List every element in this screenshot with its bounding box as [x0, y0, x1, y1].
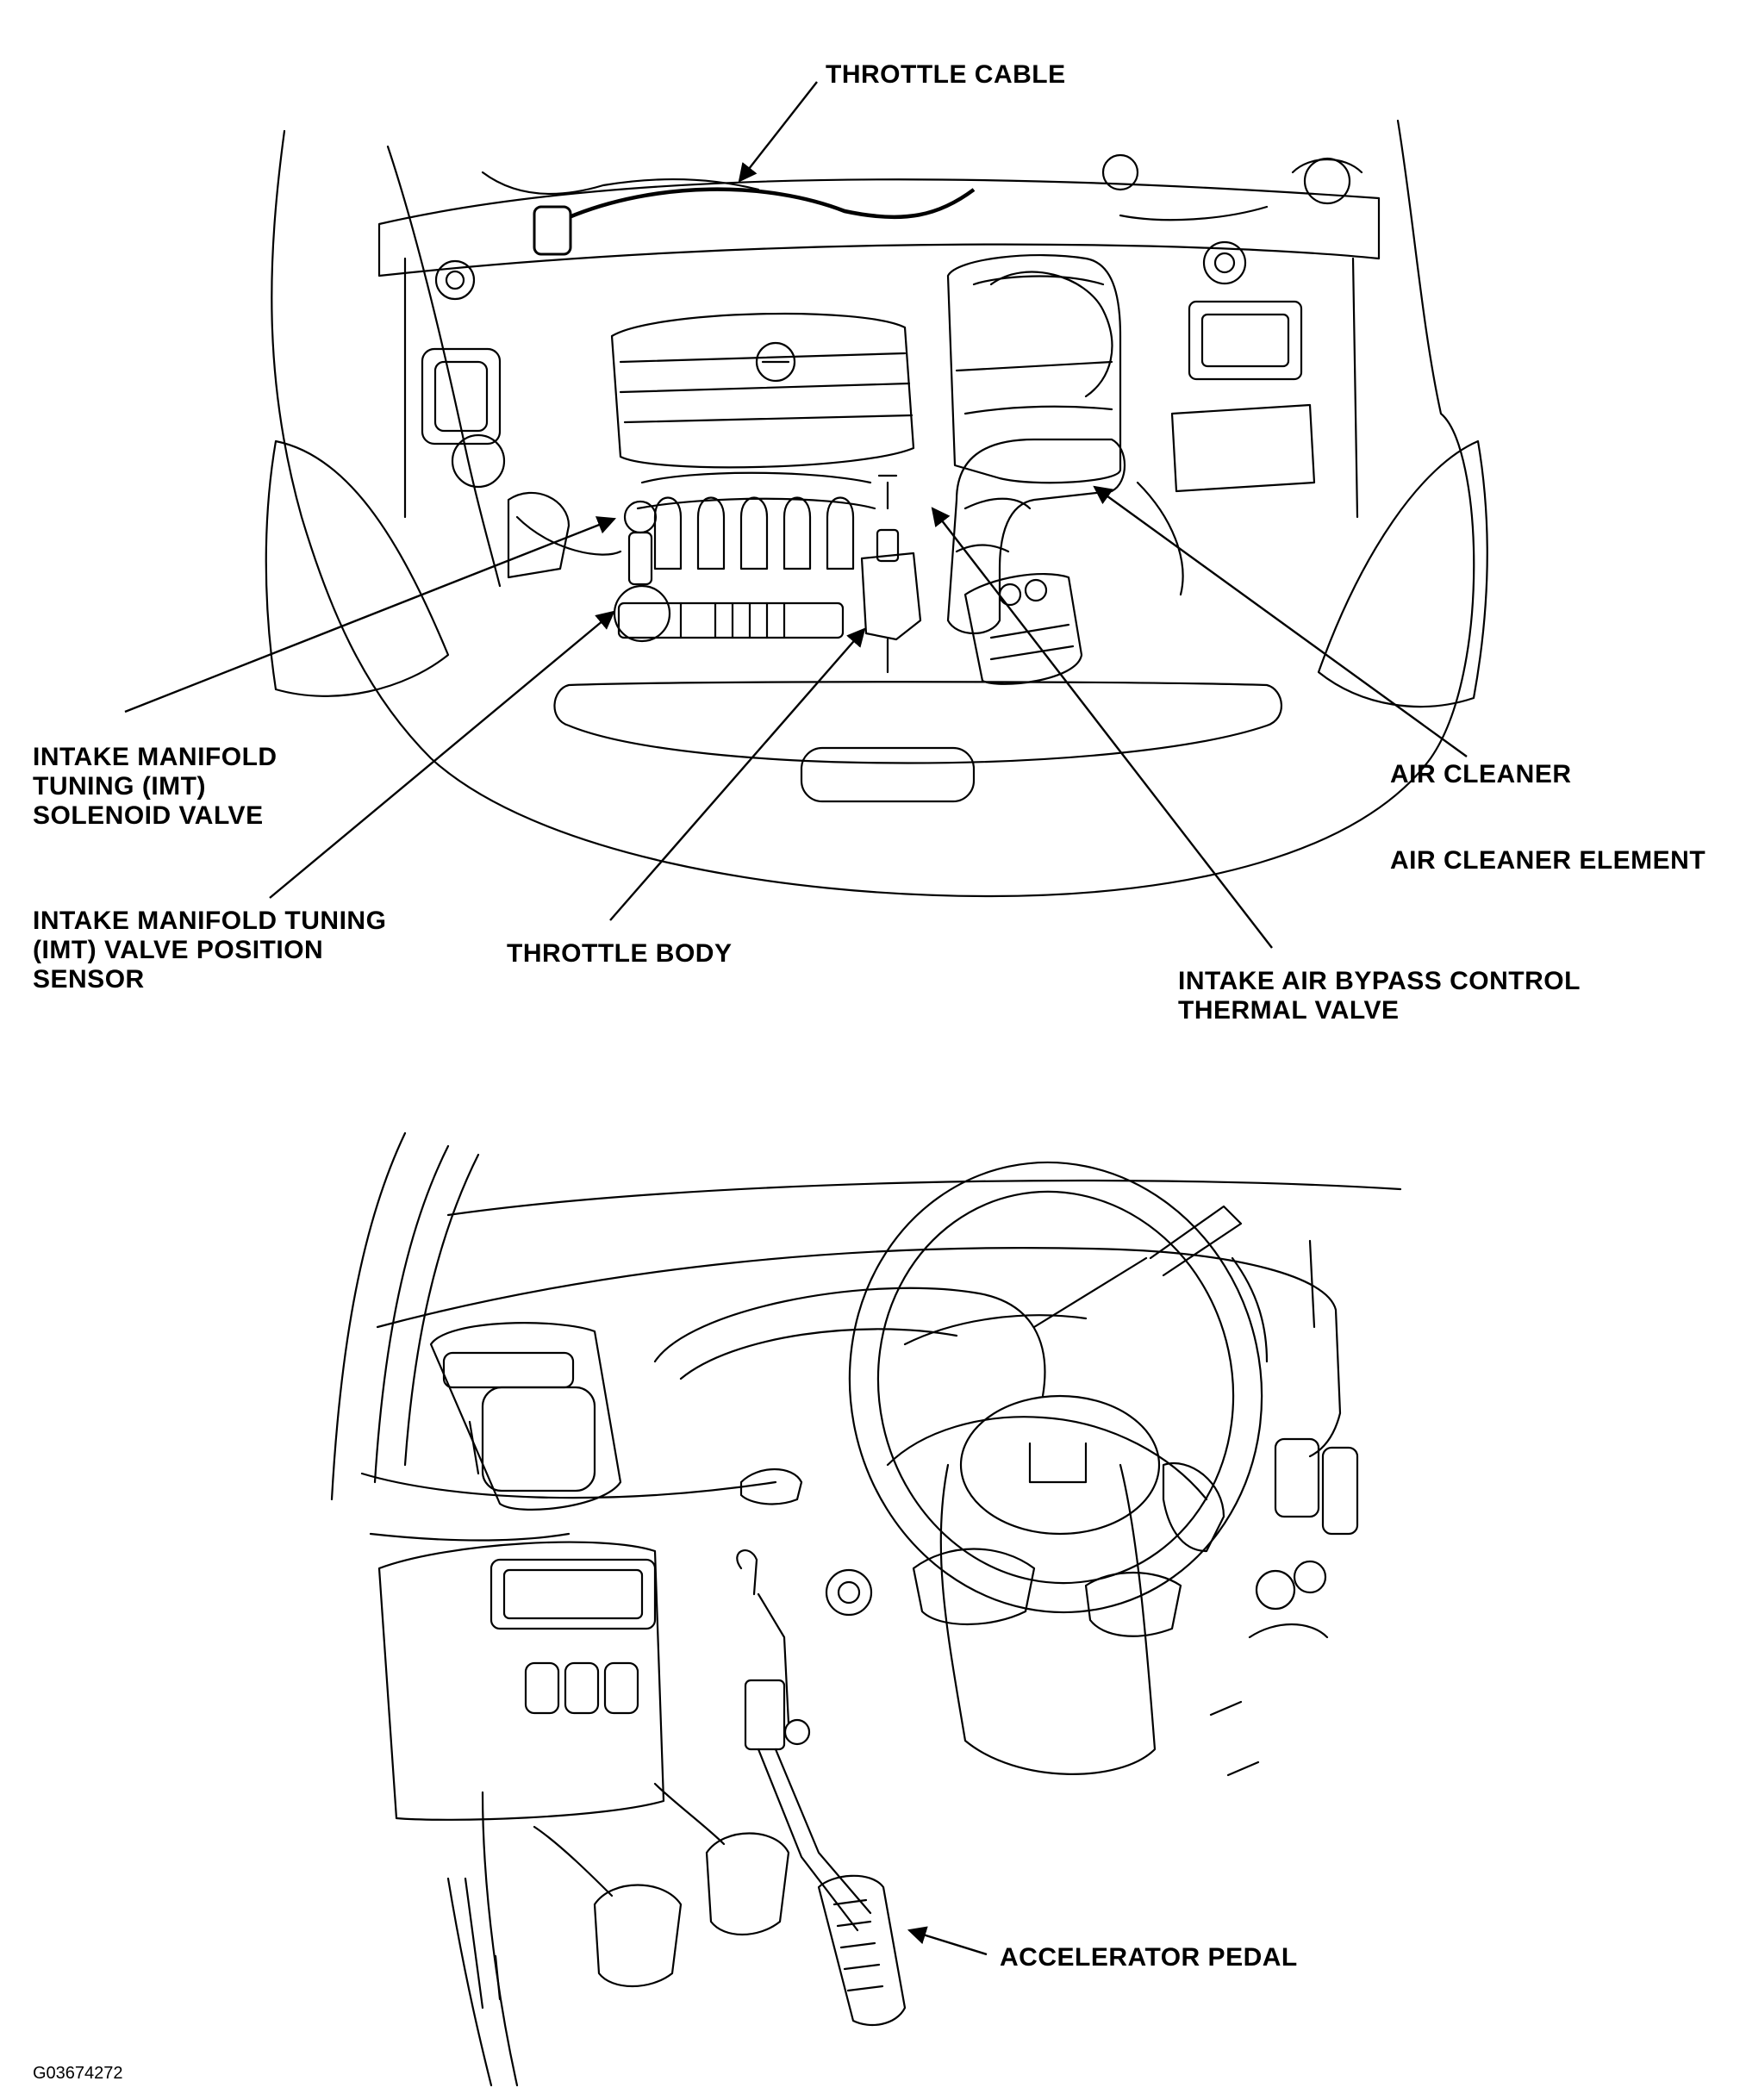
imt-solenoid [623, 500, 658, 534]
steering-hub [959, 1394, 1161, 1536]
honda-emblem [1028, 1442, 1088, 1484]
footwell-illustration [330, 1131, 1402, 2087]
label-imt-valve-position-sensor: INTAKE MANIFOLD TUNING (IMT) VALVE POSIT… [33, 907, 387, 994]
air-cleaner-snorkel [989, 271, 1113, 398]
imt-valve-body [617, 601, 845, 639]
leader-throttle-body [609, 627, 866, 921]
imt-position-sensor [613, 584, 671, 643]
engine-leader-lines [124, 81, 1468, 949]
emblem-slot [800, 746, 976, 803]
dashboard-top [376, 1247, 1342, 1458]
figure-id: G03674272 [33, 2064, 123, 2083]
label-accelerator-pedal: ACCELERATOR PEDAL [1000, 1943, 1298, 1972]
gauge-hood [653, 1287, 1046, 1398]
label-throttle-cable: THROTTLE CABLE [826, 60, 1066, 89]
steering-wheel [848, 1161, 1263, 1637]
headlight-right [1317, 439, 1488, 708]
leader-accelerator-pedal [907, 1926, 988, 1956]
firewall [377, 178, 1381, 277]
accelerator-pedal-pad [817, 1874, 907, 2027]
hood-outline [271, 119, 1475, 898]
grille-opening [553, 681, 1282, 764]
left-vent-frame [429, 1322, 622, 1511]
headlight-left [265, 439, 450, 697]
pedal-arm-mount [736, 1549, 790, 1725]
strut-tower-left [434, 259, 476, 301]
throttle-cable [566, 187, 976, 221]
label-air-cleaner-element: AIR CLEANER ELEMENT [1390, 846, 1706, 875]
leader-imt-sensor [269, 610, 615, 899]
label-bypass-thermal-valve: INTAKE AIR BYPASS CONTROL THERMAL VALVE [1178, 967, 1581, 1025]
valve-cover [610, 312, 915, 469]
leader-bypass-valve [931, 507, 1273, 949]
clutch-pedal [593, 1884, 683, 1987]
ignition [825, 1568, 873, 1617]
leader-air-cleaner [1093, 485, 1468, 757]
label-imt-solenoid-valve: INTAKE MANIFOLD TUNING (IMT) SOLENOID VA… [33, 743, 277, 830]
leader-imt-solenoid [124, 516, 617, 714]
brake-pedal [705, 1832, 790, 1936]
resonator [963, 572, 1083, 685]
throttle-cable-bracket [533, 205, 572, 256]
label-air-cleaner: AIR CLEANER [1390, 760, 1572, 788]
label-throttle-body: THROTTLE BODY [507, 939, 733, 968]
left-vent [481, 1386, 596, 1492]
leader-throttle-cable [738, 81, 818, 183]
intake-tube [946, 438, 1126, 635]
air-cleaner-box [946, 253, 1122, 484]
throttle-body [860, 551, 922, 641]
a-pillar [330, 1131, 480, 1501]
engine-bay-illustration [265, 119, 1488, 898]
strut-tower-right [1202, 240, 1247, 285]
steering-column [939, 1463, 1157, 1775]
center-stack [377, 1541, 665, 1821]
